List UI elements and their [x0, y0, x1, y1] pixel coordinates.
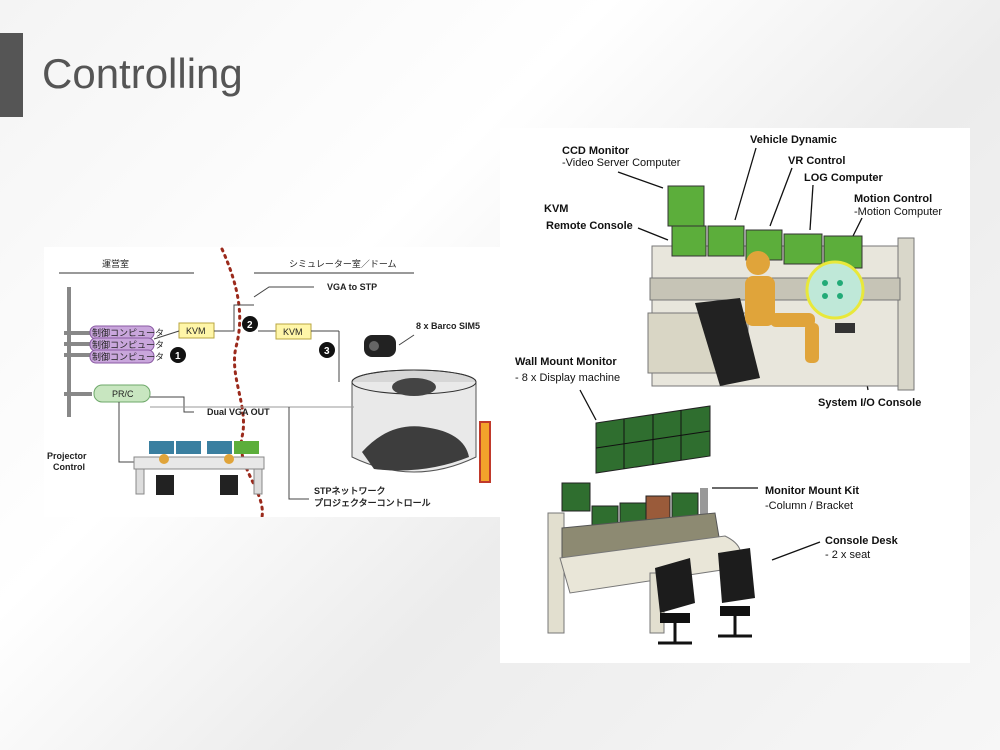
slide-title: Controlling — [42, 50, 243, 97]
barco-label: 8 x Barco SIM5 — [416, 321, 480, 331]
control-room-label: 運営室 — [102, 258, 129, 269]
step-2-marker — [242, 316, 258, 332]
stp-network-label-1: STPネットワーク — [314, 486, 386, 496]
wall-mount-label: Wall Mount Monitor — [515, 356, 617, 368]
step-2-number: 2 — [247, 320, 253, 331]
step-1-number: 1 — [175, 351, 181, 362]
prc-label: PR/C — [112, 389, 134, 399]
projector-control-label-2: Control — [53, 462, 85, 472]
step-3-number: 3 — [324, 346, 330, 357]
simulator-dome-icon — [351, 369, 491, 483]
kvm-label: KVM — [544, 203, 568, 215]
kvm-2-label: KVM — [283, 327, 303, 337]
motion-control-label: Motion Control — [854, 193, 932, 205]
computer-3-label: 制御コンピュータ — [92, 351, 164, 362]
computer-1-label: 制御コンピュータ — [92, 327, 164, 338]
step-1-marker — [170, 347, 186, 363]
system-diagram: 運営室 シミュレーター室／ドーム 制御コンピュータ 制御コンピュータ 制御コンピ… — [44, 247, 504, 517]
vga-to-stp-label: VGA to STP — [327, 282, 377, 292]
wall-monitor-grid-icon — [595, 405, 711, 474]
projector-control-label-1: Projector — [47, 451, 87, 461]
log-computer-label: LOG Computer — [804, 172, 884, 184]
vr-control-label: VR Control — [788, 155, 845, 167]
stp-network-label-2: プロジェクターコントロール — [314, 497, 431, 508]
dual-vga-label: Dual VGA OUT — [207, 407, 270, 417]
system-io-label: System I/O Console — [818, 397, 921, 409]
monitor-mount-kit-label: Monitor Mount Kit — [765, 485, 859, 497]
projector-icon — [364, 335, 396, 357]
lower-console-icon — [547, 482, 755, 645]
column-bracket-label: -Column / Bracket — [765, 500, 853, 512]
sim-room-label: シミュレーター室／ドーム — [289, 258, 397, 269]
title-accent-bar — [0, 33, 23, 117]
console-layout-diagram: CCD Monitor -Video Server Computer Vehic… — [500, 128, 970, 663]
control-desk-icon — [133, 441, 265, 495]
console-desk-label: Console Desk — [825, 535, 899, 547]
remote-console-label: Remote Console — [546, 220, 633, 232]
two-seat-label: - 2 x seat — [825, 549, 870, 561]
motion-computer-label: -Motion Computer — [854, 206, 942, 218]
main-console-icon — [647, 185, 915, 391]
step-3-marker — [319, 342, 335, 358]
display-machine-label: - 8 x Display machine — [515, 372, 620, 384]
computer-2-label: 制御コンピュータ — [92, 339, 164, 350]
kvm-1-label: KVM — [186, 326, 206, 336]
vehicle-dynamic-label: Vehicle Dynamic — [750, 134, 837, 146]
video-server-label: -Video Server Computer — [562, 157, 681, 169]
ccd-monitor-label: CCD Monitor — [562, 145, 630, 157]
